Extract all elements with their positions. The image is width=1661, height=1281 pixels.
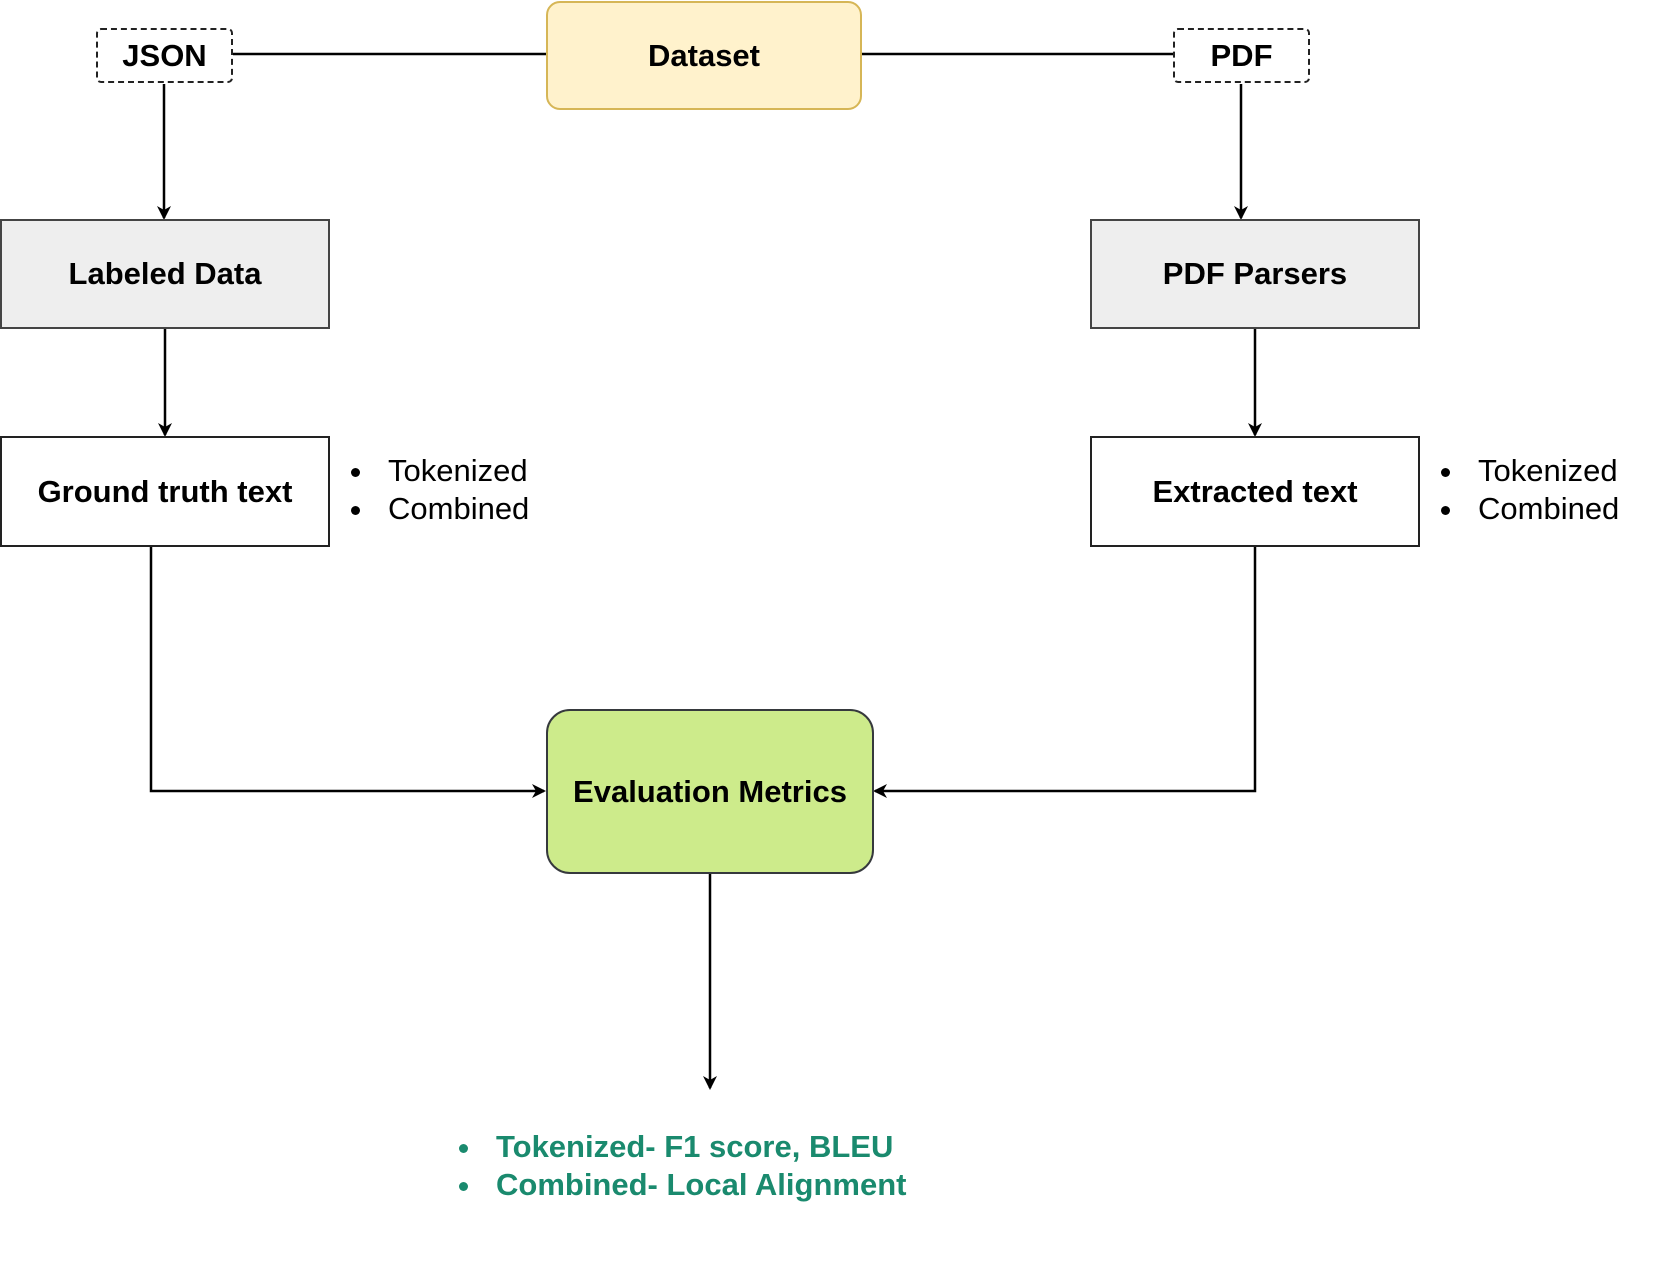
ground-truth-notes: Tokenized Combined <box>348 452 529 528</box>
result-item: Combined- Local Alignment <box>456 1166 906 1204</box>
evaluation-metrics-node[interactable]: Evaluation Metrics <box>546 709 874 874</box>
pdf-label: PDF <box>1210 37 1273 73</box>
note-item: Tokenized <box>1438 452 1619 490</box>
labeled-data-node[interactable]: Labeled Data <box>0 219 330 329</box>
note-item: Combined <box>1438 490 1619 528</box>
ground-truth-node[interactable]: Ground truth text <box>0 436 330 547</box>
edge-groundtruth-evaluation <box>149 547 546 798</box>
json-label: JSON <box>122 37 207 73</box>
ground-truth-label: Ground truth text <box>37 473 293 509</box>
pdf-parsers-label: PDF Parsers <box>1162 256 1348 291</box>
pdf-parsers-node[interactable]: PDF Parsers <box>1090 219 1420 329</box>
extracted-text-node[interactable]: Extracted text <box>1090 436 1420 547</box>
extracted-text-label: Extracted text <box>1152 473 1358 509</box>
labeled-data-label: Labeled Data <box>68 256 262 291</box>
note-item: Combined <box>348 490 529 528</box>
evaluation-metrics-label: Evaluation Metrics <box>573 773 847 809</box>
note-item: Tokenized <box>348 452 529 490</box>
metric-results: Tokenized- F1 score, BLEU Combined- Loca… <box>456 1128 906 1204</box>
result-item: Tokenized- F1 score, BLEU <box>456 1128 906 1166</box>
edge-extracted-evaluation <box>873 547 1257 798</box>
extracted-text-notes: Tokenized Combined <box>1438 452 1619 528</box>
json-node[interactable]: JSON <box>96 28 233 83</box>
dataset-node[interactable]: Dataset <box>546 1 862 110</box>
pdf-node[interactable]: PDF <box>1173 28 1310 83</box>
dataset-label: Dataset <box>648 37 760 73</box>
